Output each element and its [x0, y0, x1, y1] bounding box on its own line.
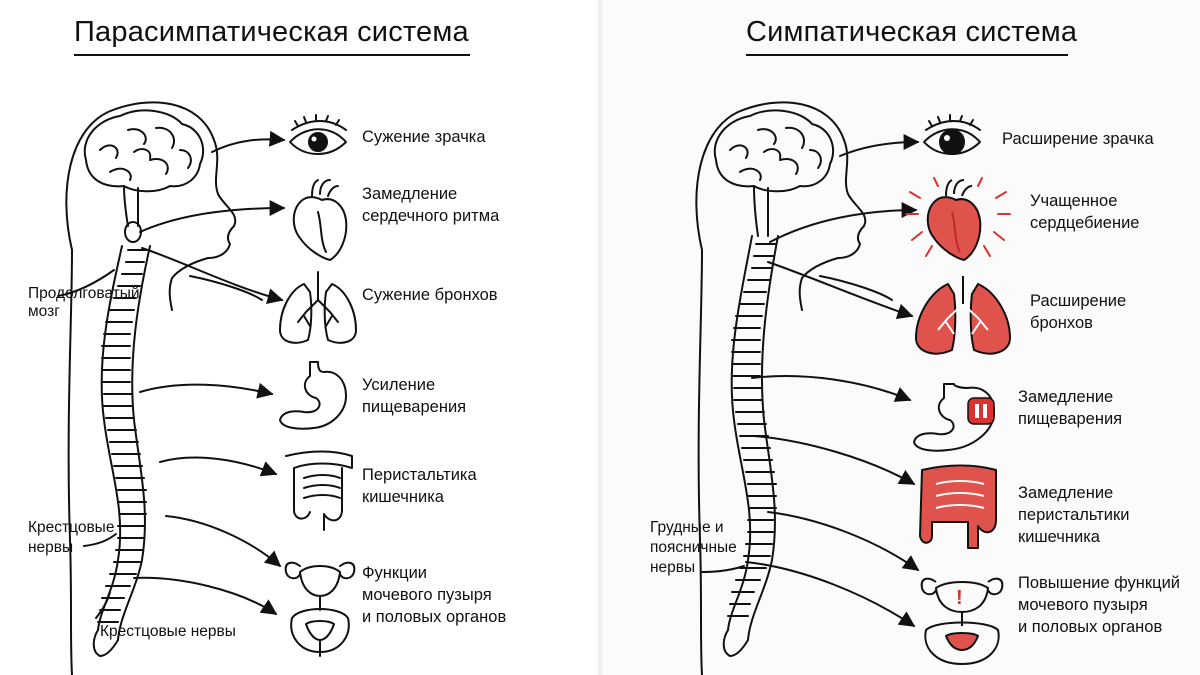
effect-lungs-label-1: Расширение [1030, 292, 1127, 310]
bladder-icon [922, 579, 1003, 664]
intestine-icon [286, 452, 352, 531]
effect-intestine-label-2: кишечника [362, 488, 444, 506]
panel-title: Симпатическая система [746, 16, 1078, 48]
effect-stomach-label-1: Замедление [1018, 388, 1114, 406]
nerve-arrow-heart [140, 200, 286, 232]
effect-heart-label-2: сердечного ритма [362, 207, 500, 225]
medulla-label-2: мозг [28, 303, 60, 320]
nerve-arrow-eye [212, 130, 286, 152]
nerve-arrow-intestine [754, 436, 916, 484]
sympathetic-artwork: ! [602, 0, 1200, 675]
parasympathetic-artwork [0, 0, 598, 675]
effect-stomach-label-1: Усиление [362, 376, 436, 394]
eye-icon [924, 115, 980, 154]
effect-intestine-label-3: кишечника [1018, 528, 1100, 546]
brain-icon [85, 110, 203, 191]
nerve-arrow-lungs [142, 248, 284, 304]
medulla-label-1: Продолговатый [28, 285, 140, 302]
body-outline [696, 102, 865, 310]
thoracolumbar-label-3: нервы [650, 559, 696, 576]
sacral-nerves-bottom-label: Крестцовые нервы [100, 623, 236, 640]
nerve-arrow-bladder [166, 516, 282, 568]
effect-bladder-label-1: Функции [362, 564, 428, 582]
effect-stomach-label-2: пищеварения [362, 398, 467, 416]
intestine-icon [920, 466, 996, 549]
panel-title: Парасимпатическая система [74, 16, 469, 48]
thoracolumbar-label-1: Грудные и [650, 519, 724, 536]
lungs-icon [280, 272, 356, 343]
lungs-icon [916, 276, 1010, 354]
effect-heart-label-1: Учащенное [1030, 192, 1118, 210]
effect-eye-label: Сужение зрачка [362, 128, 486, 146]
nerve-arrow-stomach [752, 376, 912, 402]
nerve-arrow-genital [746, 562, 916, 626]
bladder-icon [286, 563, 355, 656]
pause-icon [968, 398, 994, 424]
panel-divider [598, 0, 602, 675]
heart-burst [906, 178, 1010, 256]
nerve-arrow-stomach [140, 382, 274, 399]
nerve-arrow-bladder [768, 512, 920, 570]
effect-intestine-label-1: Перистальтика [362, 466, 477, 484]
effect-lungs-label: Сужение бронхов [362, 286, 498, 304]
heart-icon [294, 180, 347, 260]
effect-bladder-label-2: мочевого пузыря [362, 586, 492, 604]
effect-intestine-label-2: перистальтики [1018, 506, 1130, 524]
brain-icon [715, 110, 833, 191]
effect-eye-label: Расширение зрачка [1002, 130, 1154, 148]
sympathetic-panel: ! Симпатическая система Расширение зрачк… [602, 0, 1200, 675]
effect-bladder-label-2: мочевого пузыря [1018, 596, 1148, 614]
effect-stomach-label-2: пищеварения [1018, 410, 1123, 428]
sacral-nerves-label-2: нервы [28, 539, 74, 556]
title-underline [746, 54, 1068, 56]
nerve-arrow-lungs [768, 262, 914, 320]
spine-icon [98, 246, 150, 640]
sacral-nerves-label-1: Крестцовые [28, 519, 115, 536]
stomach-icon [914, 384, 994, 451]
effect-heart-label-2: сердцебиение [1030, 214, 1140, 232]
effect-lungs-label-2: бронхов [1030, 314, 1093, 332]
stomach-icon [280, 362, 346, 429]
spine-icon [728, 236, 778, 640]
effect-heart-label-1: Замедление [362, 185, 458, 203]
alert-mark: ! [956, 587, 963, 609]
title-underline [74, 54, 470, 56]
effect-bladder-label-1: Повышение функций [1018, 574, 1181, 592]
parasympathetic-panel: Парасимпатическая система Сужение зрачка… [0, 0, 598, 675]
effect-bladder-label-3: и половых органов [1018, 618, 1163, 636]
nerve-arrow-eye [840, 134, 920, 156]
eye-icon [290, 115, 346, 154]
heart-icon [928, 180, 981, 260]
nerve-arrow-intestine [160, 458, 278, 477]
effect-intestine-label-1: Замедление [1018, 484, 1114, 502]
nerve-arrow-heart [770, 202, 918, 242]
thoracolumbar-label-2: поясничные [650, 539, 737, 556]
nerve-arrow-genital [134, 578, 278, 614]
effect-bladder-label-3: и половых органов [362, 608, 507, 626]
